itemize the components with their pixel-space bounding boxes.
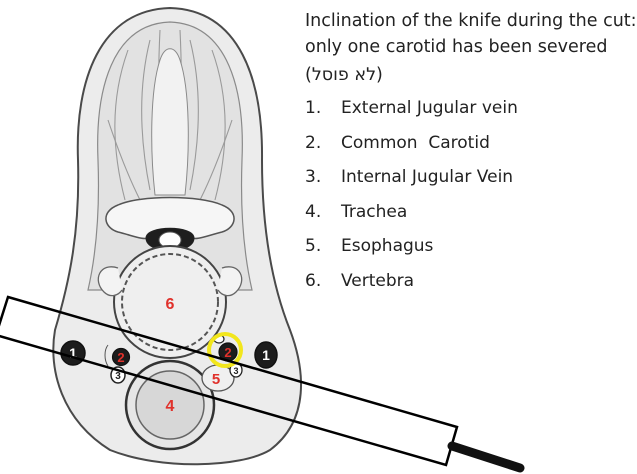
marker-ext-jugular-right: 1 [262,347,270,363]
spinal-muscle-column [152,49,189,195]
marker-int-jugular-right: 3 [233,366,238,376]
marker-trachea: 4 [166,398,175,415]
marker-int-jugular-left: 3 [115,371,121,382]
legend-number: 3. [305,167,341,187]
legend-number: 2. [305,133,341,153]
legend-item: 1.External Jugular vein [305,98,518,133]
legend-label: Trachea [341,202,407,222]
legend-number: 6. [305,271,341,291]
marker-carotid-right: 2 [224,345,231,360]
legend-item: 2.Common Carotid [305,133,518,168]
marker-carotid-left: 2 [117,350,124,365]
legend-label: Internal Jugular Vein [341,167,513,187]
legend-label: External Jugular vein [341,98,518,118]
legend-label: Common Carotid [341,133,490,153]
caption-line-2: only one carotid has been severed [305,34,635,60]
legend-label: Esophagus [341,236,433,256]
legend-item: 3.Internal Jugular Vein [305,167,518,202]
caption-line-1: Inclination of the knife during the cut: [305,8,635,34]
caption: Inclination of the knife during the cut:… [305,8,635,88]
legend-number: 4. [305,202,341,222]
caption-hebrew: (לא פוסל) [305,62,635,88]
legend-item: 5.Esophagus [305,236,518,271]
legend-item: 4.Trachea [305,202,518,237]
marker-vertebra: 6 [166,296,175,313]
marker-esophagus: 5 [212,371,220,388]
legend-number: 1. [305,98,341,118]
legend-label: Vertebra [341,271,414,291]
legend-number: 5. [305,236,341,256]
legend-item: 6.Vertebra [305,271,518,306]
legend-list: 1.External Jugular vein 2.Common Carotid… [305,98,518,306]
knife-handle [452,446,520,468]
